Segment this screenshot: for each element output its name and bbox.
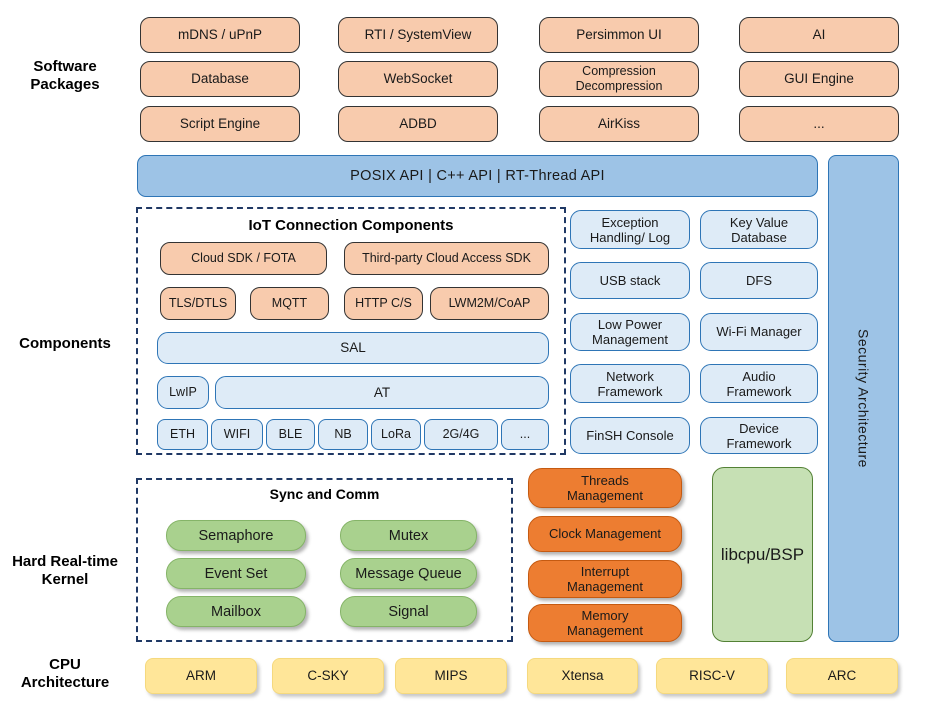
package-script-engine: Script Engine: [140, 106, 300, 142]
kernel-event-set: Event Set: [166, 558, 306, 589]
kernel-message-queue: Message Queue: [340, 558, 477, 589]
iot-sal-layer: SAL: [157, 332, 549, 364]
service-audio-framework: Audio Framework: [700, 364, 818, 403]
package-ai: AI: [739, 17, 899, 53]
service-network-framework: Network Framework: [570, 364, 690, 403]
iot-connection-components-group: IoT Connection Components Cloud SDK / FO…: [136, 207, 566, 455]
side-label-cpu-architecture: CPU Architecture: [20, 656, 110, 691]
sync-comm-title: Sync and Comm: [269, 486, 380, 502]
service-finsh-console: FinSH Console: [570, 417, 690, 454]
package-more: ...: [739, 106, 899, 142]
iot-link-nb: NB: [318, 419, 368, 450]
security-architecture-bar: Security Architecture: [828, 155, 899, 642]
iot-link-ble: BLE: [266, 419, 315, 450]
cpu-c-sky: C-SKY: [272, 658, 384, 694]
service-exception-handling-log: Exception Handling/ Log: [570, 210, 690, 249]
kernel-mutex: Mutex: [340, 520, 477, 551]
kernel-semaphore: Semaphore: [166, 520, 306, 551]
iot-group-title: IoT Connection Components: [248, 217, 454, 234]
cpu-arc: ARC: [786, 658, 898, 694]
sync-and-comm-group: Sync and Comm Semaphore Mutex Event Set …: [136, 478, 513, 642]
cpu-risc-v: RISC-V: [656, 658, 768, 694]
service-low-power-management: Low Power Management: [570, 313, 690, 351]
side-label-kernel: Hard Real-time Kernel: [12, 553, 118, 588]
package-gui-engine: GUI Engine: [739, 61, 899, 97]
iot-at-layer: AT: [215, 376, 549, 409]
iot-http-cs: HTTP C/S: [344, 287, 423, 320]
package-airkiss: AirKiss: [539, 106, 699, 142]
package-rti-systemview: RTI / SystemView: [338, 17, 498, 53]
iot-link-lora: LoRa: [371, 419, 421, 450]
service-key-value-database: Key Value Database: [700, 210, 818, 249]
kernel-interrupt-management: Interrupt Management: [528, 560, 682, 598]
kernel-clock-management: Clock Management: [528, 516, 682, 552]
service-device-framework: Device Framework: [700, 417, 818, 454]
package-websocket: WebSocket: [338, 61, 498, 97]
side-label-components: Components: [19, 335, 111, 352]
iot-lwip: LwIP: [157, 376, 209, 409]
cpu-xtensa: Xtensa: [527, 658, 638, 694]
service-wifi-manager: Wi-Fi Manager: [700, 313, 818, 351]
iot-link-more: ...: [501, 419, 549, 450]
package-adbd: ADBD: [338, 106, 498, 142]
iot-link-eth: ETH: [157, 419, 208, 450]
package-persimmon-ui: Persimmon UI: [539, 17, 699, 53]
iot-cloud-sdk-fota: Cloud SDK / FOTA: [160, 242, 327, 275]
iot-link-wifi: WIFI: [211, 419, 263, 450]
service-dfs: DFS: [700, 262, 818, 299]
side-label-software-packages: Software Packages: [30, 58, 100, 93]
api-layer-bar: POSIX API | C++ API | RT-Thread API: [137, 155, 818, 197]
iot-mqtt: MQTT: [250, 287, 329, 320]
iot-third-party-sdk: Third-party Cloud Access SDK: [344, 242, 549, 275]
cpu-arm: ARM: [145, 658, 257, 694]
package-compression: Compression Decompression: [539, 61, 699, 97]
iot-tls-dtls: TLS/DTLS: [160, 287, 236, 320]
iot-lwm2m-coap: LWM2M/CoAP: [430, 287, 549, 320]
kernel-signal: Signal: [340, 596, 477, 627]
kernel-memory-management: Memory Management: [528, 604, 682, 642]
kernel-threads-management: Threads Management: [528, 468, 682, 508]
iot-link-2g4g: 2G/4G: [424, 419, 498, 450]
package-mdns-upnp: mDNS / uPnP: [140, 17, 300, 53]
package-database: Database: [140, 61, 300, 97]
service-usb-stack: USB stack: [570, 262, 690, 299]
kernel-mailbox: Mailbox: [166, 596, 306, 627]
cpu-mips: MIPS: [395, 658, 507, 694]
libcpu-bsp-box: libcpu/BSP: [712, 467, 813, 642]
